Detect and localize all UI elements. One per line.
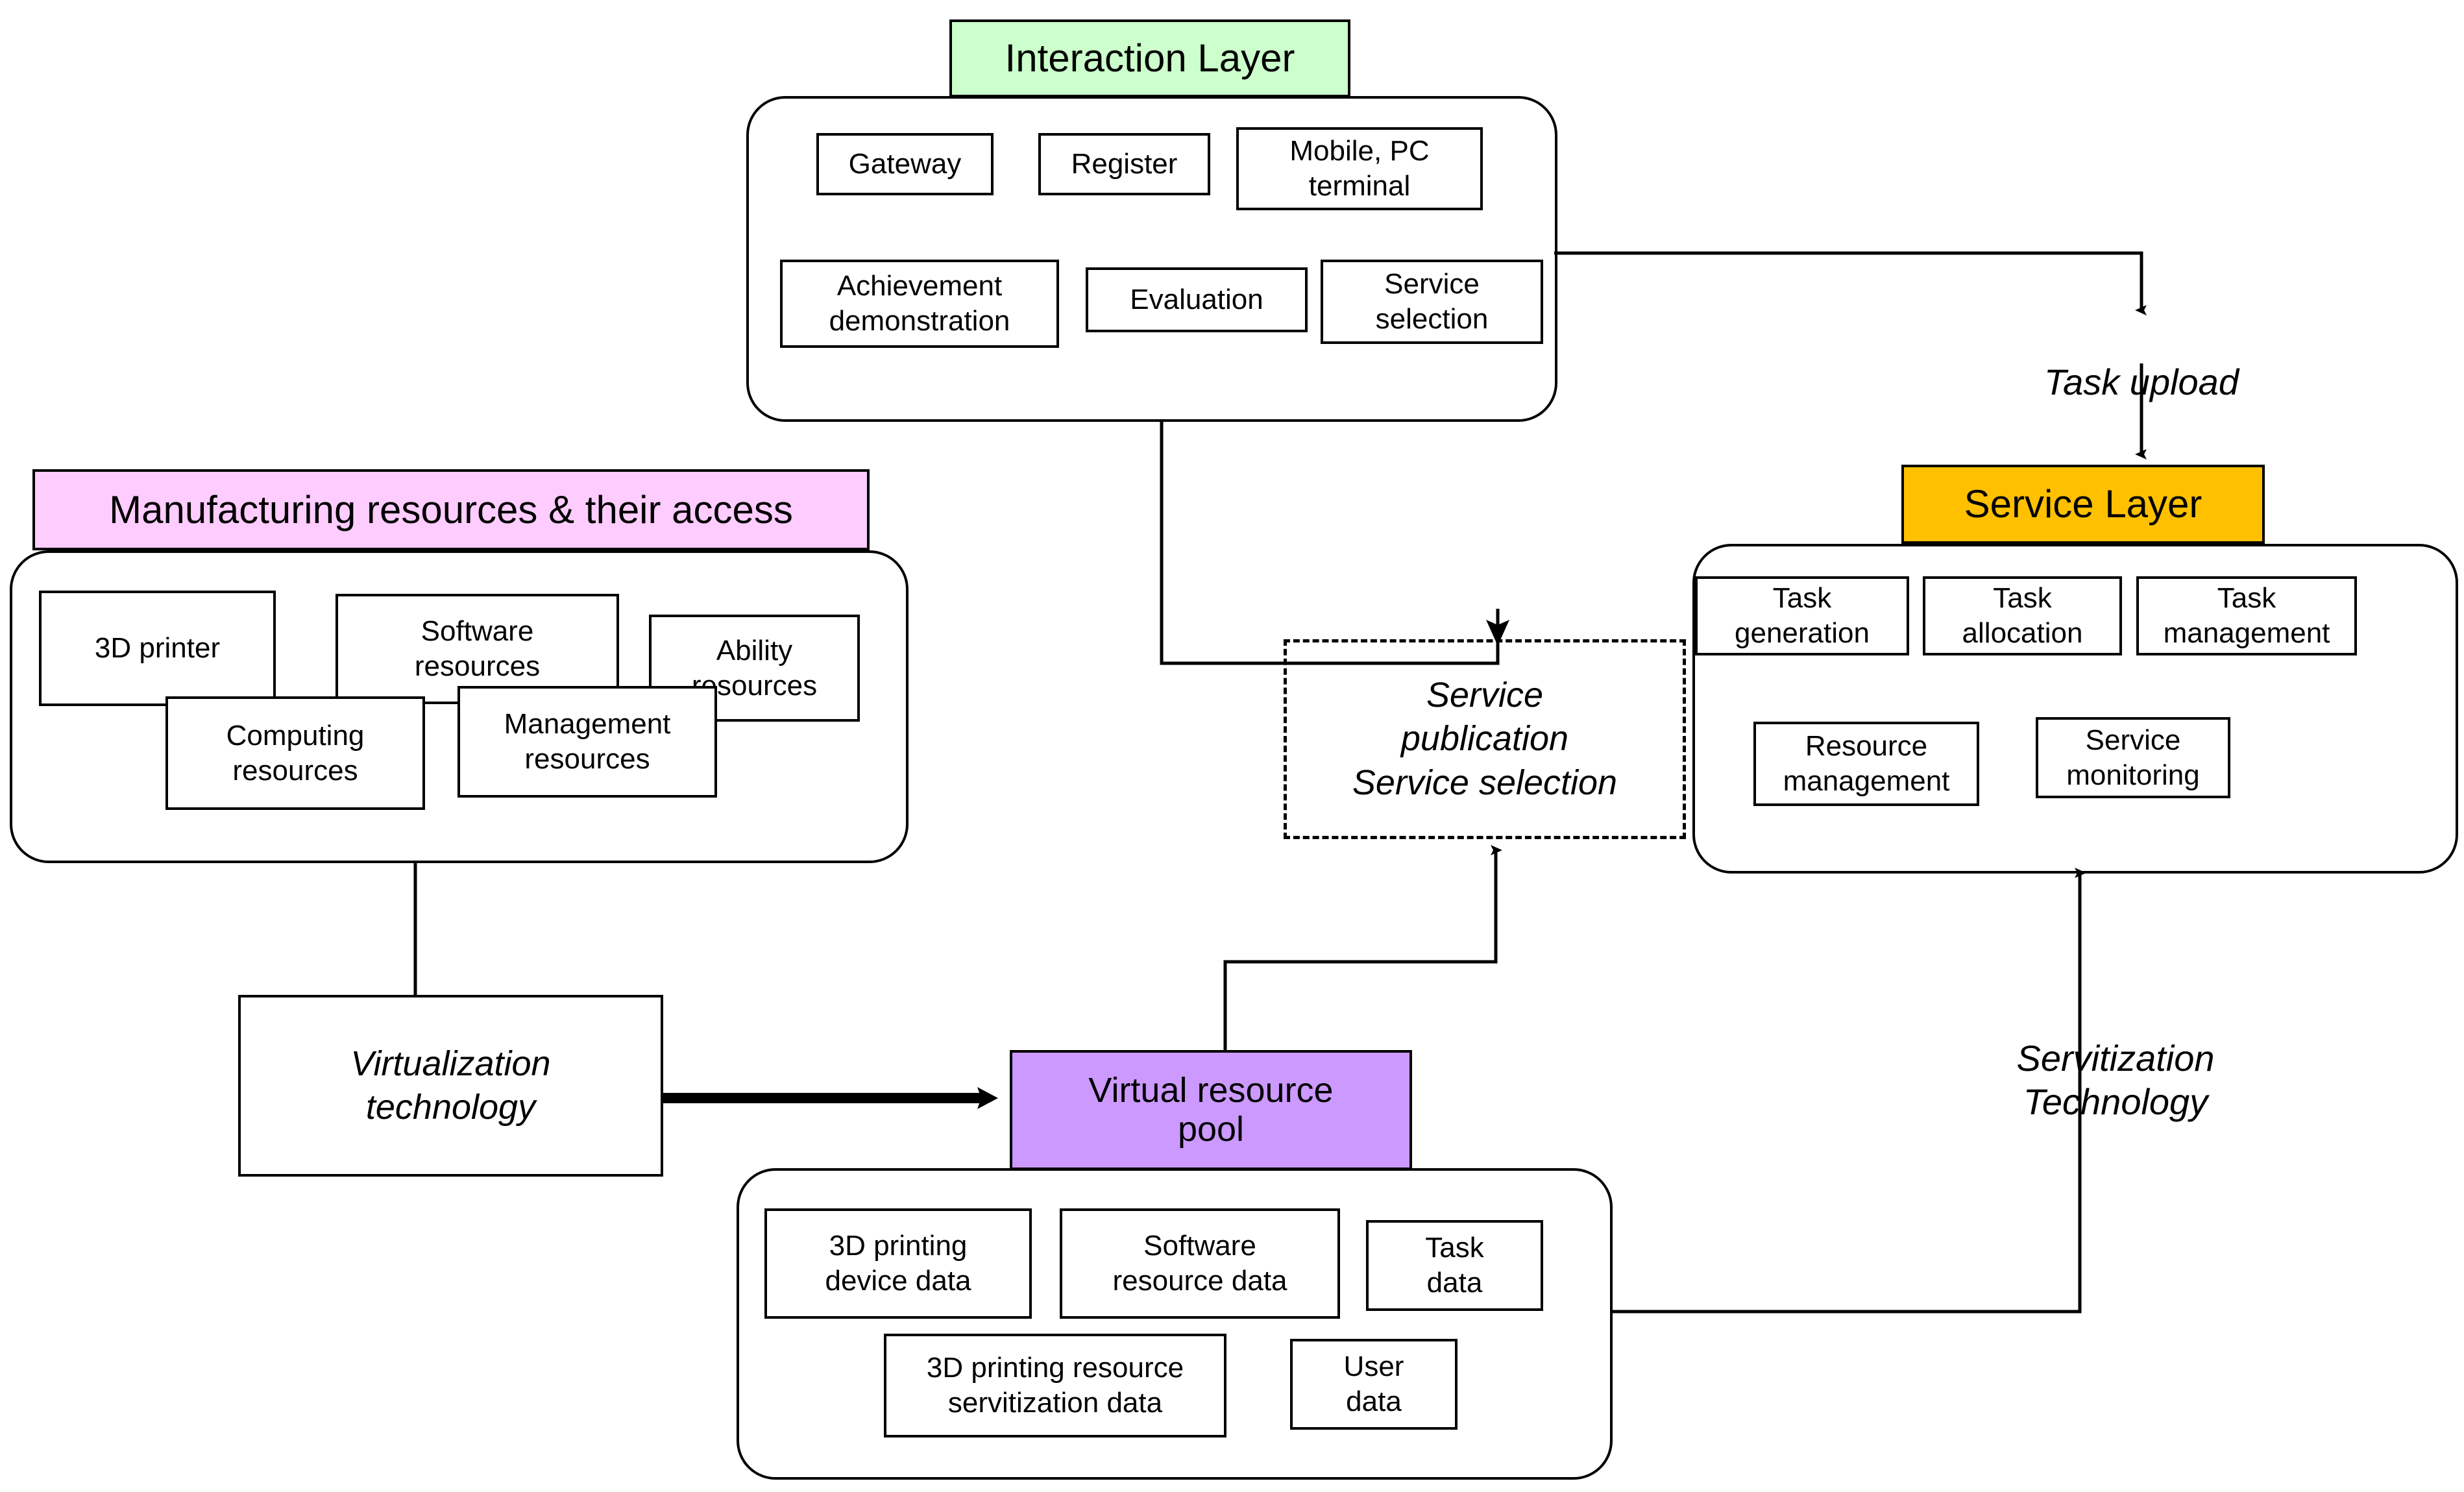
service-layer-title: Service Layer — [1964, 482, 2202, 526]
interaction-cell-mobile-pc-terminal[interactable]: Mobile, PC terminal — [1236, 127, 1483, 210]
pool-cell-software-resource-data[interactable]: Software resource data — [1060, 1208, 1340, 1319]
interaction-cell-label: Mobile, PC terminal — [1289, 135, 1430, 202]
manufacturing-cell-label: 3D printer — [94, 632, 221, 665]
virtual-resource-pool-title: Virtual resource pool — [1088, 1071, 1334, 1149]
interaction-cell-service-selection[interactable]: Service selection — [1321, 260, 1543, 344]
virtualization-technology-box: Virtualization technology — [238, 995, 663, 1177]
manufacturing-layer-header: Manufacturing resources & their access — [32, 469, 870, 550]
service-cell-task-management[interactable]: Task management — [2136, 576, 2357, 655]
pool-cell-3d-printing-resource-servitization-data[interactable]: 3D printing resource servitization data — [884, 1334, 1226, 1437]
interaction-cell-gateway[interactable]: Gateway — [816, 133, 994, 195]
pool-cell-task-data[interactable]: Task data — [1366, 1220, 1543, 1311]
pool-cell-3d-printing-device-data[interactable]: 3D printing device data — [764, 1208, 1032, 1319]
pool-cell-label: 3D printing resource servitization data — [926, 1352, 1184, 1419]
service-cell-task-allocation[interactable]: Task allocation — [1923, 576, 2122, 655]
service-cell-task-generation[interactable]: Task generation — [1695, 576, 1909, 655]
service-cell-service-monitoring[interactable]: Service monitoring — [2036, 717, 2230, 798]
service-layer-header: Service Layer — [1901, 465, 2265, 544]
service-cell-label: Service monitoring — [2066, 724, 2200, 791]
service-cell-resource-management[interactable]: Resource management — [1753, 722, 1979, 806]
service-publication-selection-box: Service publication Service selection — [1284, 639, 1686, 839]
manufacturing-layer-title: Manufacturing resources & their access — [109, 487, 793, 532]
service-cell-label: Task management — [2163, 582, 2330, 649]
interaction-cell-label: Achievement demonstration — [829, 270, 1010, 337]
manufacturing-cell-ability-resources[interactable]: Ability resources — [649, 615, 860, 722]
manufacturing-cell-label: Management resources — [504, 708, 671, 775]
interaction-layer-header: Interaction Layer — [949, 19, 1350, 97]
manufacturing-cell-computing-resources[interactable]: Computing resources — [165, 696, 425, 810]
virtualization-technology-label: Virtualization technology — [350, 1044, 551, 1127]
service-publication-selection-label: Service publication Service selection — [1352, 675, 1618, 802]
interaction-cell-label: Evaluation — [1130, 284, 1263, 316]
interaction-layer-title: Interaction Layer — [1005, 36, 1295, 80]
service-cell-label: Task generation — [1735, 582, 1870, 649]
manufacturing-cell-management-resources[interactable]: Management resources — [457, 686, 717, 798]
interaction-cell-register[interactable]: Register — [1038, 133, 1210, 195]
manufacturing-cell-label: Computing resources — [226, 719, 365, 787]
virtual-resource-pool-header: Virtual resource pool — [1010, 1050, 1412, 1170]
pool-cell-label: 3D printing device data — [825, 1230, 971, 1297]
interaction-cell-achievement-demonstration[interactable]: Achievement demonstration — [780, 260, 1059, 348]
interaction-cell-evaluation[interactable]: Evaluation — [1086, 267, 1308, 332]
edge-label-servitization-technology: Servitization Technology — [1960, 993, 2271, 1124]
service-cell-label: Resource management — [1783, 730, 1950, 797]
pool-cell-user-data[interactable]: User data — [1290, 1339, 1458, 1430]
servitization-technology-text: Servitization Technology — [2016, 1038, 2215, 1123]
manufacturing-cell-software-resources[interactable]: Software resources — [335, 594, 619, 704]
interaction-cell-label: Gateway — [848, 148, 962, 180]
manufacturing-cell-3d-printer[interactable]: 3D printer — [39, 591, 276, 706]
task-upload-text: Task upload — [2044, 361, 2239, 403]
interaction-cell-label: Service selection — [1375, 268, 1489, 335]
manufacturing-cell-label: Software resources — [414, 615, 541, 682]
edge-label-task-upload: Task upload — [1989, 317, 2294, 404]
interaction-cell-label: Register — [1071, 148, 1178, 180]
pool-cell-label: Task data — [1425, 1232, 1484, 1299]
pool-cell-label: User data — [1343, 1351, 1404, 1417]
service-cell-label: Task allocation — [1962, 582, 2083, 649]
pool-cell-label: Software resource data — [1112, 1230, 1287, 1297]
